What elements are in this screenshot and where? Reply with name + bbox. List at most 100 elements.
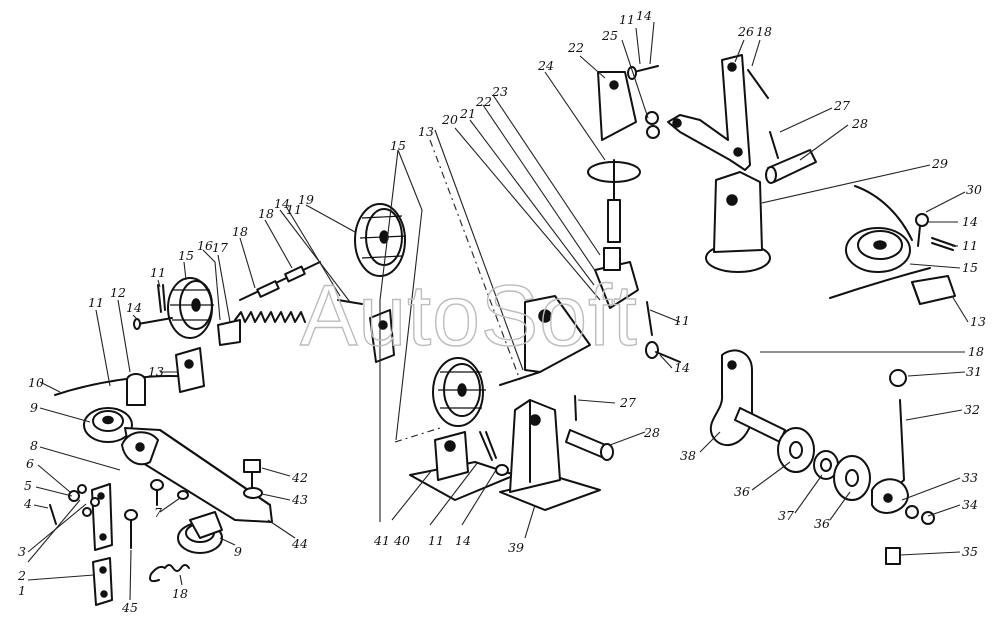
axle-28-top (765, 149, 817, 184)
callout-11-f: 11 (619, 12, 635, 27)
bracket-41 (369, 309, 395, 363)
nut-31 (889, 369, 907, 387)
callout-11-e: 11 (674, 313, 690, 328)
spring-18-bottom (149, 564, 190, 583)
center-lines (394, 139, 521, 443)
callout-6: 6 (26, 456, 34, 471)
bolt-14-right-center (645, 301, 681, 363)
callout-2: 2 (17, 568, 26, 583)
callout-18-c: 18 (756, 24, 772, 39)
callout-14-a: 14 (126, 300, 142, 315)
callout-14-e: 14 (636, 8, 652, 23)
callout-42: 42 (291, 470, 308, 485)
callout-30: 30 (966, 182, 982, 197)
callout-33: 33 (962, 470, 978, 485)
callout-37: 37 (778, 508, 794, 523)
callout-34: 34 (962, 497, 978, 512)
pulley-15-right (845, 227, 911, 273)
spring-16 (234, 311, 306, 323)
callout-18-b: 18 (258, 206, 274, 221)
pulley-15-center (432, 357, 486, 427)
callout-15-b: 15 (390, 138, 406, 153)
callout-18-a: 18 (232, 224, 248, 239)
callout-27-b: 27 (833, 98, 850, 113)
bolt-14-right (915, 213, 929, 247)
callout-40: 40 (393, 533, 410, 548)
callout-28-a: 28 (643, 425, 660, 440)
callout-43: 43 (291, 492, 308, 507)
callout-15-c: 15 (962, 260, 978, 275)
pulley-15-left (167, 277, 214, 339)
callout-22-a: 22 (475, 94, 492, 109)
callout-28-b: 28 (851, 116, 868, 131)
stand-29 (705, 171, 771, 273)
lever-plate-upper (91, 483, 113, 551)
callout-32: 32 (964, 402, 980, 417)
nuts-25 (645, 111, 660, 139)
callout-1: 1 (18, 583, 26, 598)
cable-30 (829, 185, 931, 299)
callout-23: 23 (491, 84, 508, 99)
cotter-11-center (479, 431, 509, 476)
callout-9: 9 (30, 400, 38, 415)
callout-9b: 9 (234, 544, 242, 559)
callout-17: 17 (212, 240, 228, 255)
callout-45: 45 (121, 600, 138, 615)
callout-36-b: 36 (814, 516, 830, 531)
callout-11-b: 11 (150, 265, 166, 280)
callout-12: 12 (110, 285, 126, 300)
callout-13-a: 13 (148, 364, 164, 379)
bushing-37 (813, 450, 839, 480)
axle-28-center (565, 429, 614, 461)
callout-36-a: 36 (734, 484, 750, 499)
cotter-11-right (931, 237, 956, 251)
nut-33-34 (905, 505, 935, 525)
callout-5: 5 (24, 478, 32, 493)
callout-19: 19 (298, 192, 314, 207)
bracket-17 (217, 319, 241, 346)
callout-21: 21 (459, 106, 476, 121)
callout-31: 31 (966, 364, 982, 379)
rod-32 (871, 399, 909, 514)
pulley-9-left (83, 407, 133, 443)
fork-21 (594, 247, 639, 309)
washer-36-right (833, 455, 871, 501)
callout-11-a: 11 (88, 295, 104, 310)
callout-11-d: 11 (428, 533, 444, 548)
callout-14-b: 14 (274, 196, 290, 211)
clamp-13-right (911, 275, 956, 305)
bolt-42 (243, 459, 261, 489)
callout-39: 39 (508, 540, 524, 555)
callout-11-g: 11 (962, 238, 978, 253)
bracket-plate-upper (499, 295, 591, 386)
stand-39 (499, 399, 601, 511)
pulley-19 (354, 203, 407, 277)
bracket-lever-44 (121, 427, 273, 523)
callout-14-f: 14 (962, 214, 978, 229)
callout-18-bottom: 18 (172, 586, 188, 601)
leader-lines (27, 21, 969, 601)
cable-18-top (747, 69, 769, 99)
pulley-9-bottom (177, 511, 223, 554)
callout-38: 38 (680, 448, 696, 463)
lever-38 (709, 349, 786, 446)
callout-numbers: 10 9 8 6 5 4 3 2 1 7 9 42 43 44 45 18 11… (17, 8, 986, 615)
callout-3: 3 (18, 544, 26, 559)
lever-26 (667, 54, 751, 171)
callout-10: 10 (28, 375, 44, 390)
callout-25: 25 (601, 28, 618, 43)
callout-24: 24 (537, 58, 554, 73)
pin-27-top (769, 131, 779, 159)
cotter-11-left (157, 284, 166, 313)
callout-29: 29 (931, 156, 948, 171)
callout-15-a: 15 (178, 248, 194, 263)
cable-18-left (239, 261, 321, 301)
callout-18-d: 18 (968, 344, 984, 359)
pin-12 (126, 373, 146, 406)
bolt-45 (124, 509, 138, 549)
disc-24 (587, 159, 641, 243)
callout-4: 4 (23, 496, 32, 511)
callout-8: 8 (30, 438, 38, 453)
